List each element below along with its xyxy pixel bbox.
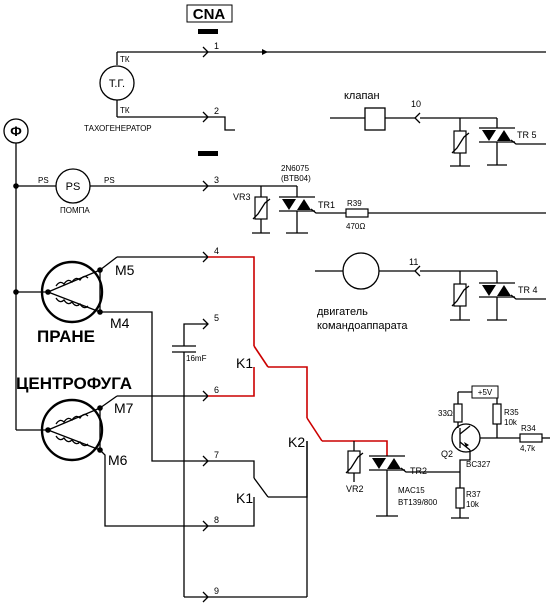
connector-pins: 1 2 3 4 5 6 7 8 9 10 11: [202, 41, 421, 603]
svg-text:7: 7: [214, 450, 219, 460]
svg-text:3: 3: [214, 175, 219, 185]
svg-text:2N6075: 2N6075: [281, 164, 310, 173]
varistor-vr2: [345, 450, 364, 482]
svg-text:10: 10: [411, 99, 421, 109]
resistor-r37: [455, 487, 465, 509]
svg-text:VR3: VR3: [233, 192, 251, 202]
svg-text:PS: PS: [38, 176, 49, 185]
svg-text:9: 9: [214, 586, 219, 596]
varistor-valve: [450, 130, 470, 167]
wash-label: ПРАНЕ: [37, 327, 95, 346]
tachogenerator-caption: ТАХОГЕНЕРАТОР: [84, 124, 152, 133]
svg-text:10k: 10k: [504, 418, 518, 427]
svg-text:1: 1: [214, 41, 219, 51]
svg-text:ТК: ТК: [120, 106, 130, 115]
svg-text:TR 5: TR 5: [517, 130, 537, 140]
svg-text:PS: PS: [104, 176, 115, 185]
timer-motor: [342, 252, 380, 290]
svg-text:M4: M4: [110, 315, 130, 331]
svg-text:MAC15: MAC15: [398, 486, 425, 495]
svg-text:2: 2: [214, 106, 219, 116]
svg-text:6: 6: [214, 385, 219, 395]
timer-caption-1: двигатель: [317, 306, 368, 318]
svg-text:M5: M5: [115, 262, 135, 278]
svg-text:TR2: TR2: [410, 466, 427, 476]
svg-text:16mF: 16mF: [186, 354, 207, 363]
resistor-r34: [519, 433, 543, 443]
triac-tr2: [369, 455, 460, 517]
svg-text:TR 4: TR 4: [518, 285, 538, 295]
connector-label-box: [186, 4, 233, 23]
svg-text:ПОМПА: ПОМПА: [60, 206, 90, 215]
arrow-pin1: [262, 49, 268, 55]
svg-text:R34: R34: [521, 424, 536, 433]
svg-text:4,7k: 4,7k: [520, 444, 536, 453]
svg-text:M6: M6: [108, 452, 128, 468]
svg-text:TR1: TR1: [318, 200, 335, 210]
varistor-timer: [450, 283, 470, 321]
timer-caption-2: командоаппарата: [317, 320, 408, 332]
svg-text:BT139/800: BT139/800: [398, 498, 438, 507]
motor-spin: [40, 398, 104, 462]
connector-label: CNA: [193, 6, 226, 23]
svg-text:Φ: Φ: [10, 123, 22, 139]
triac-tr1: [279, 196, 346, 234]
spin-label: ЦЕНТРОФУГА: [16, 374, 132, 393]
tachogenerator-symbol: Т.Г.: [109, 78, 125, 90]
motor-wash: [40, 260, 104, 324]
svg-text:BC327: BC327: [466, 460, 491, 469]
svg-text:+5V: +5V: [478, 388, 493, 397]
valve-caption: клапан: [344, 90, 380, 102]
transistor-q2: [451, 423, 520, 453]
connector-bar-top: [198, 29, 218, 34]
svg-text:33Ω: 33Ω: [438, 409, 453, 418]
triac-tr5: [479, 127, 546, 166]
svg-text:ТК: ТК: [120, 55, 130, 64]
svg-text:K2: K2: [288, 434, 305, 450]
svg-text:470Ω: 470Ω: [346, 222, 365, 231]
svg-text:4: 4: [214, 246, 219, 256]
svg-text:Q2: Q2: [441, 449, 453, 459]
svg-text:R39: R39: [347, 199, 362, 208]
triac-tr4: [479, 282, 546, 321]
svg-text:R37: R37: [466, 490, 481, 499]
svg-text:VR2: VR2: [346, 484, 364, 494]
svg-text:R35: R35: [504, 408, 519, 417]
resistor-r39: [345, 208, 546, 218]
svg-text:8: 8: [214, 515, 219, 525]
varistor-vr3: [252, 196, 271, 234]
svg-text:K1: K1: [236, 355, 253, 371]
svg-text:PS: PS: [66, 181, 81, 193]
svg-text:5: 5: [214, 313, 219, 323]
svg-text:(BTB04): (BTB04): [281, 174, 311, 183]
svg-text:K1: K1: [236, 490, 253, 506]
valve-coil: [364, 107, 386, 131]
svg-text:10k: 10k: [466, 500, 480, 509]
connector-bar-bottom: [198, 151, 218, 156]
supply-box: [471, 385, 499, 399]
resistor-r35: [492, 403, 502, 425]
svg-text:M7: M7: [114, 400, 134, 416]
svg-text:11: 11: [409, 257, 418, 267]
